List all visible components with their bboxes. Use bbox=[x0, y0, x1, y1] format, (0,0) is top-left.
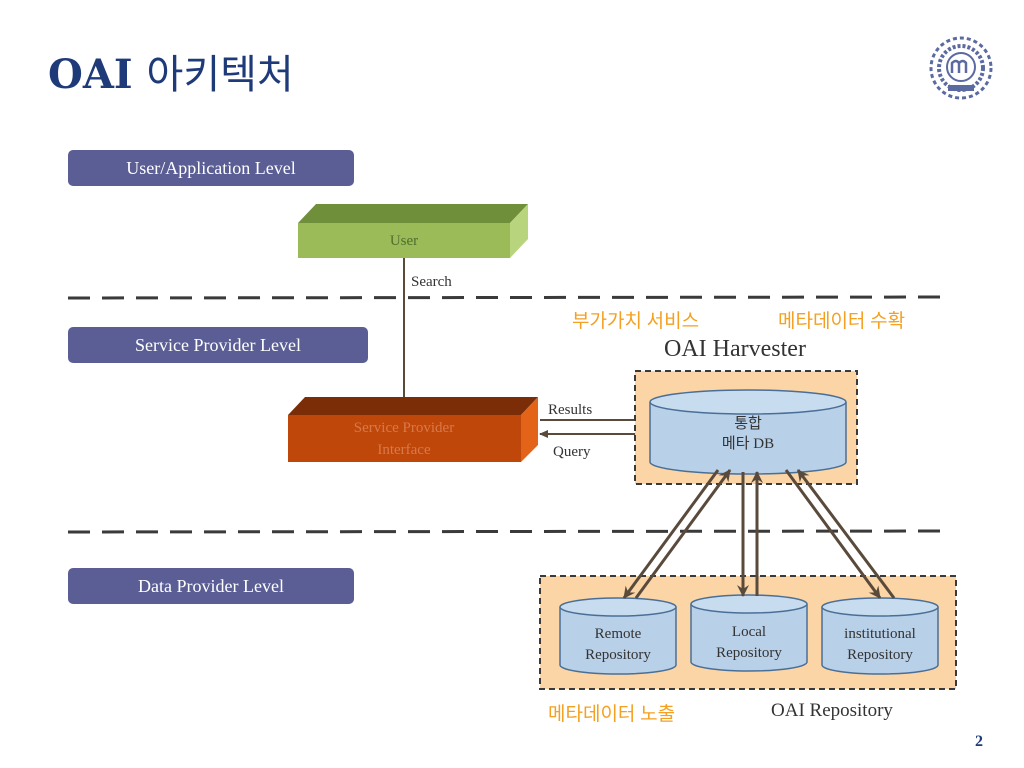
service-provider-interface-node: Service Provider Interface bbox=[288, 397, 538, 462]
user-application-level-label: User/Application Level bbox=[68, 150, 354, 186]
inst-repo-label-line2: Repository bbox=[847, 647, 913, 663]
results-edge-label: Results bbox=[548, 402, 592, 418]
search-edge-label: Search bbox=[411, 274, 452, 290]
institutional-repository-cylinder: institutional Repository bbox=[821, 597, 939, 675]
meta-db-label-line1: 통합 bbox=[734, 415, 762, 432]
query-edge-label: Query bbox=[553, 444, 591, 460]
value-added-service-note: 부가가치 서비스 bbox=[572, 311, 700, 332]
harvest-arrow-inst-up bbox=[796, 469, 896, 599]
oai-harvester-caption: OAI Harvester bbox=[664, 336, 806, 362]
meta-db-cylinder: 통합 메타 DB bbox=[649, 389, 847, 475]
harvest-arrow-inst-down bbox=[784, 469, 882, 599]
harvest-arrow-remote-up bbox=[634, 469, 732, 599]
user-node-label: User bbox=[390, 233, 418, 249]
spi-label-line1: Service Provider bbox=[354, 420, 454, 436]
spi-label-line2: Interface bbox=[377, 442, 431, 458]
service-provider-level-label: Service Provider Level bbox=[68, 327, 368, 363]
meta-db-label-line2: 메타 DB bbox=[722, 435, 774, 452]
oai-repository-caption: OAI Repository bbox=[771, 700, 893, 721]
title-latin: OAI bbox=[48, 51, 133, 98]
level-separator-top bbox=[67, 295, 949, 300]
page-number: 2 bbox=[975, 733, 983, 750]
inst-repo-label-line1: institutional bbox=[844, 626, 916, 642]
remote-repo-label-line2: Repository bbox=[585, 647, 651, 663]
slide-title: OAI 아키텍처 bbox=[48, 42, 294, 100]
local-repo-label-line2: Repository bbox=[716, 645, 782, 661]
remote-repository-cylinder: Remote Repository bbox=[559, 597, 677, 675]
local-repository-cylinder: Local Repository bbox=[690, 594, 808, 672]
university-emblem-icon bbox=[929, 36, 993, 100]
data-provider-level-label: Data Provider Level bbox=[68, 568, 354, 604]
user-node: User bbox=[298, 204, 528, 258]
level-separator-bottom bbox=[67, 529, 953, 534]
remote-repo-label-line1: Remote bbox=[595, 626, 642, 642]
metadata-harvest-note: 메타데이터 수확 bbox=[778, 311, 906, 332]
harvest-arrow-remote-down bbox=[622, 469, 720, 599]
local-repo-label-line1: Local bbox=[732, 624, 766, 640]
title-korean: 아키텍처 bbox=[146, 52, 294, 98]
metadata-exposure-note: 메타데이터 노출 bbox=[548, 704, 676, 725]
